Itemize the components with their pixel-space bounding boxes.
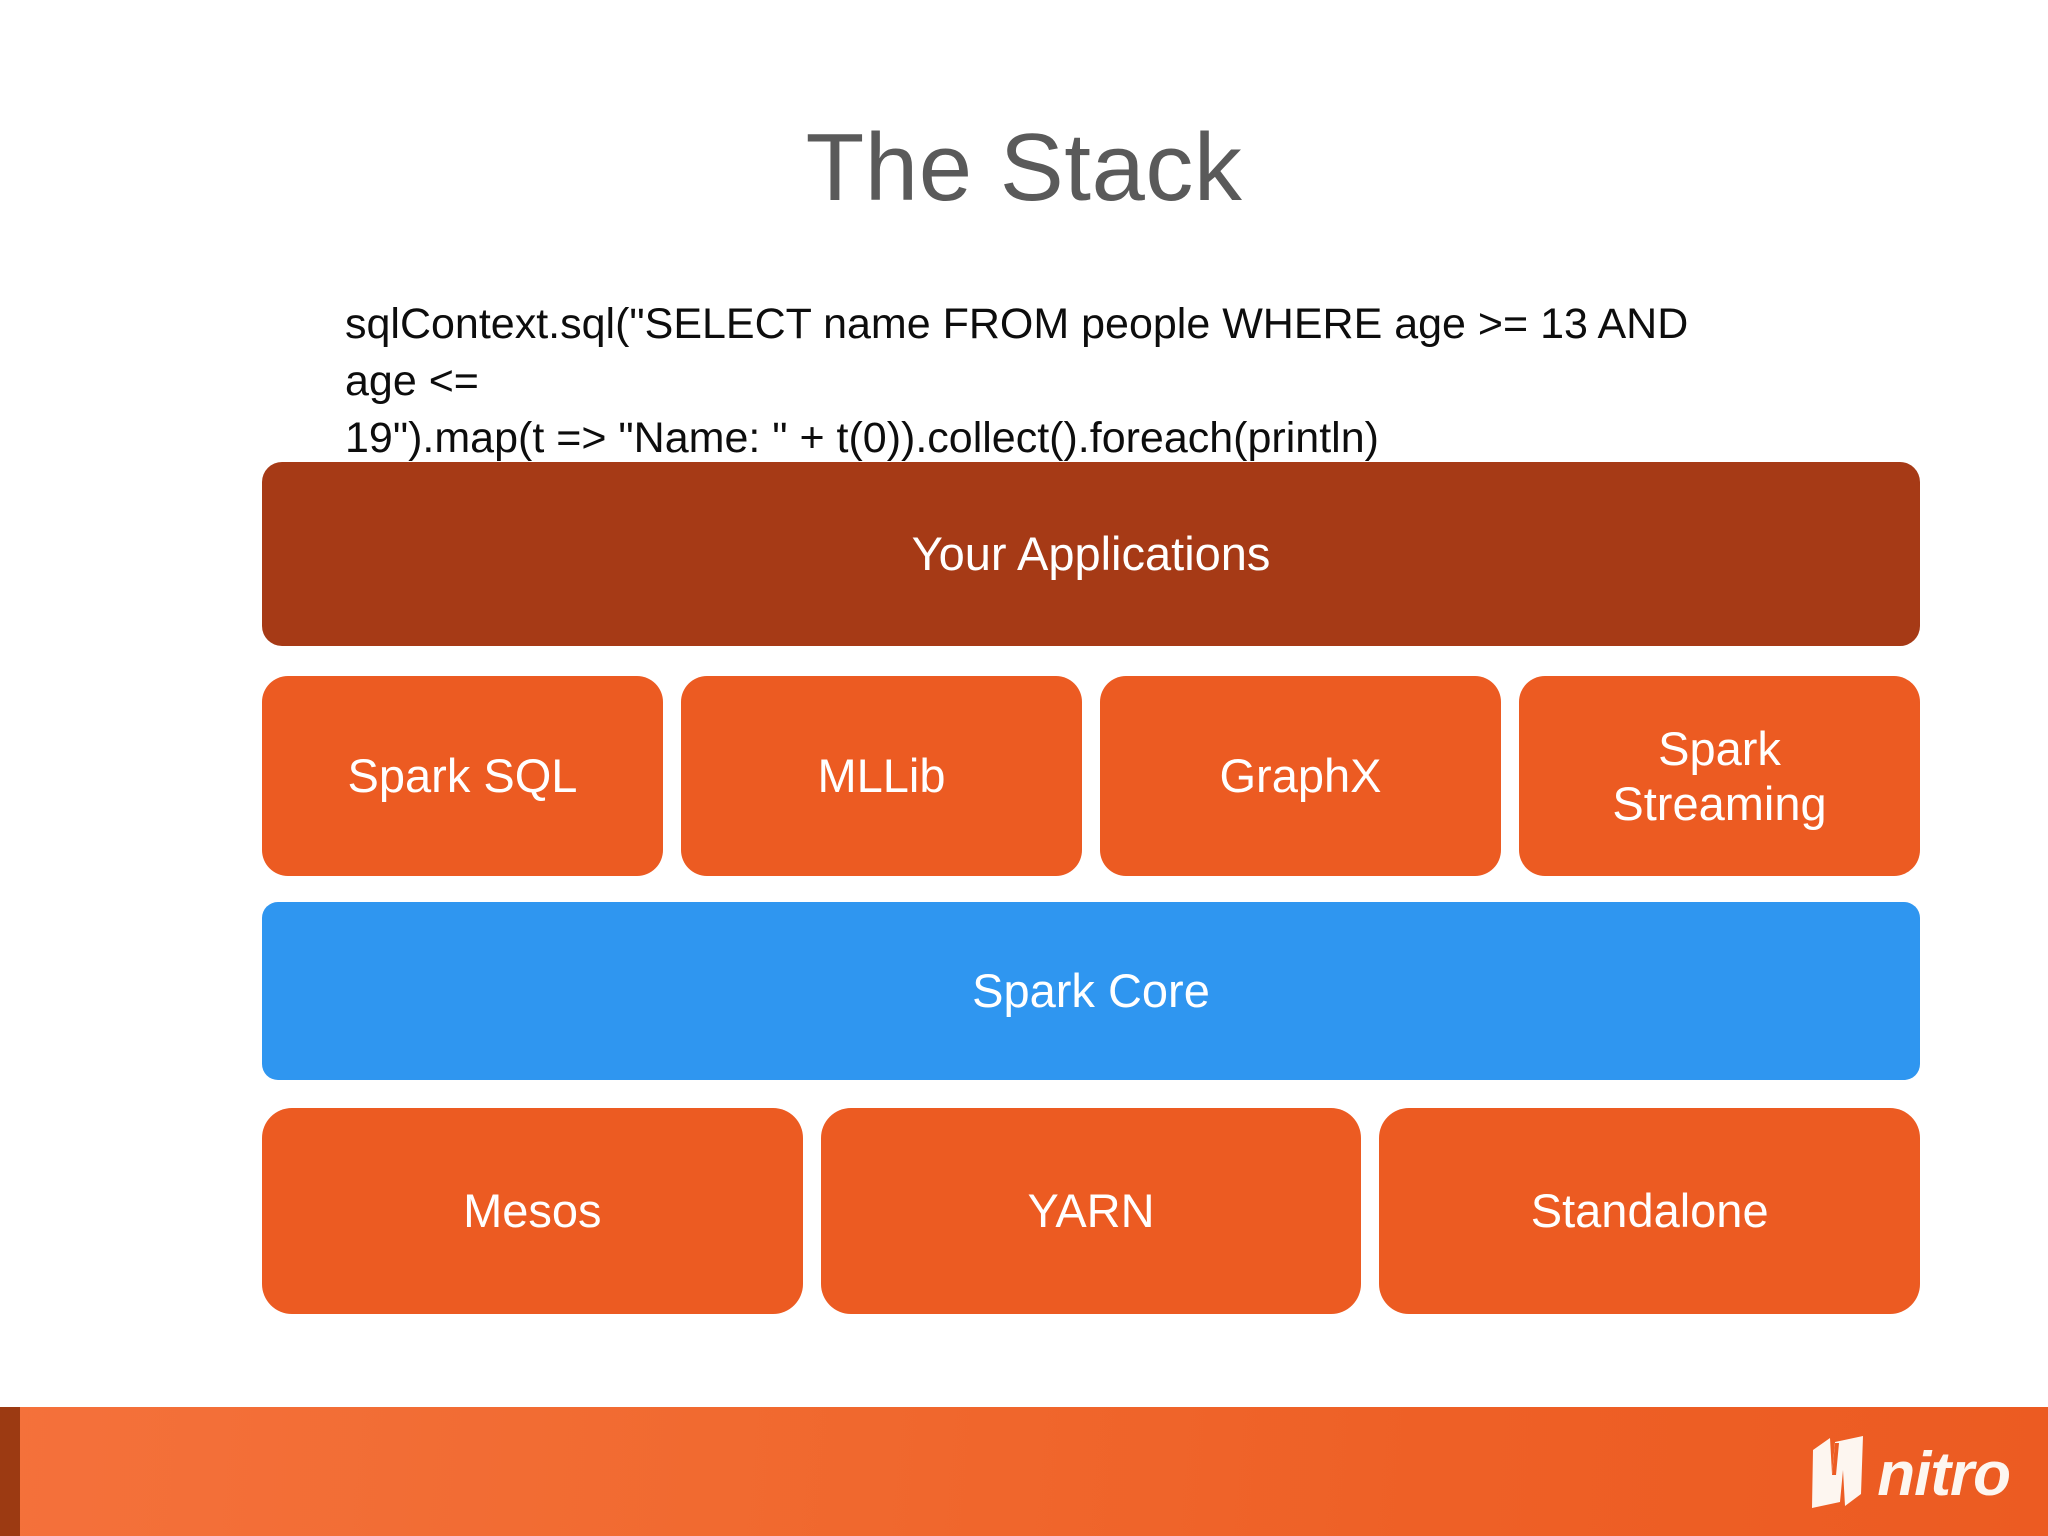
stack-row-core: Spark Core <box>262 902 1920 1080</box>
footer-accent-strip <box>0 1407 20 1536</box>
tier-your-applications[interactable]: Your Applications <box>262 462 1920 646</box>
stack-row-libraries: Spark SQL MLLib GraphX Spark Streaming <box>262 676 1920 876</box>
tier-spark-core[interactable]: Spark Core <box>262 902 1920 1080</box>
footer-band: nitro <box>0 1407 2048 1536</box>
tier-standalone[interactable]: Standalone <box>1379 1108 1921 1314</box>
footer-background <box>0 1407 2048 1536</box>
tier-spark-sql[interactable]: Spark SQL <box>262 676 663 876</box>
stack-row-cluster-managers: Mesos YARN Standalone <box>262 1108 1921 1314</box>
nitro-wordmark: nitro <box>1877 1439 2011 1509</box>
spark-stack-diagram: Your Applications Spark SQL MLLib GraphX… <box>262 462 1921 1314</box>
code-snippet: sqlContext.sql("SELECT name FROM people … <box>345 296 1715 466</box>
stack-row-applications: Your Applications <box>262 462 1920 646</box>
code-line-2: 19").map(t => "Name: " + t(0)).collect()… <box>345 413 1379 462</box>
tier-mllib[interactable]: MLLib <box>681 676 1082 876</box>
code-line-1: sqlContext.sql("SELECT name FROM people … <box>345 300 1689 405</box>
tier-spark-streaming[interactable]: Spark Streaming <box>1519 676 1920 876</box>
tier-yarn[interactable]: YARN <box>820 1108 1362 1314</box>
nitro-n-mark-icon <box>1812 1435 1864 1508</box>
tier-mesos[interactable]: Mesos <box>262 1108 803 1314</box>
page-title: The Stack <box>805 114 1243 221</box>
nitro-logo[interactable]: nitro <box>1805 1434 2011 1510</box>
tier-graphx[interactable]: GraphX <box>1100 676 1501 876</box>
